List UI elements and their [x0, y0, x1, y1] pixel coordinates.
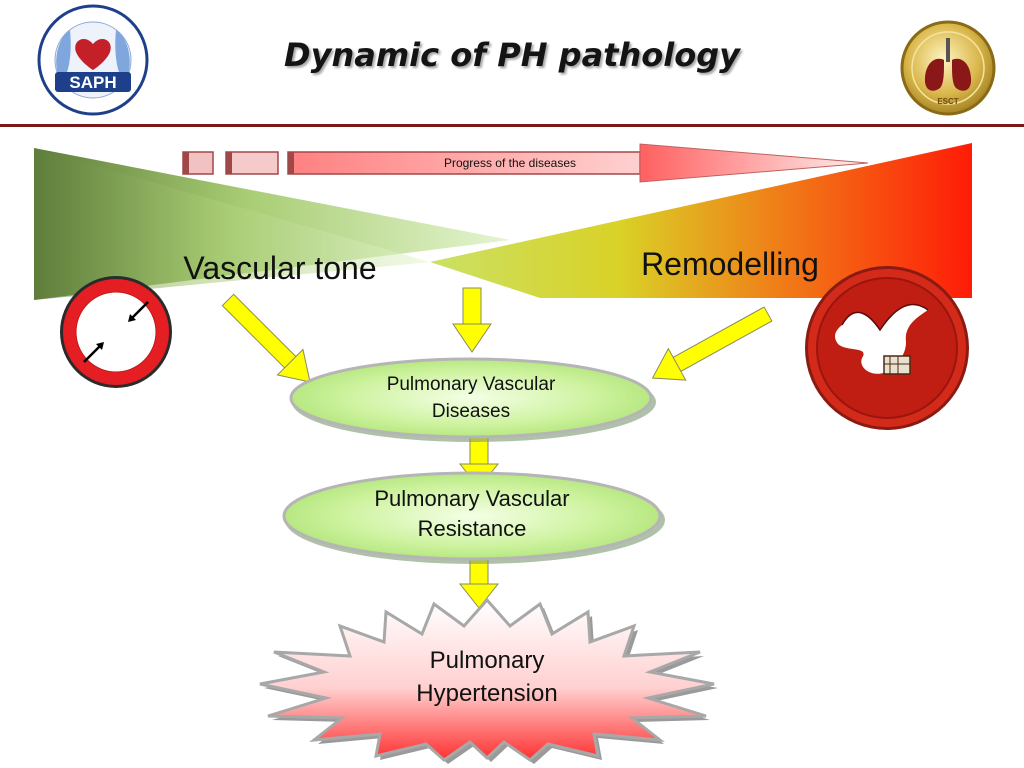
heart-icon — [75, 38, 111, 70]
progress-arrow: Progress of the diseases — [182, 143, 869, 183]
remodelling-wedge — [430, 143, 972, 298]
saph-logo-text: SAPH — [69, 73, 116, 92]
title-divider — [0, 124, 1024, 127]
outcome-line2: Hypertension — [416, 680, 557, 707]
node2-line1: Pulmonary Vascular — [374, 486, 569, 511]
page-title: Dynamic of PH pathology — [284, 36, 740, 74]
esct-logo-text: ESCT — [937, 97, 958, 106]
right-lung-icon — [115, 30, 130, 82]
esct-logo: ESCT — [900, 20, 996, 116]
lung-right-icon — [952, 42, 972, 91]
node-pulmonary-vascular-diseases: Pulmonary Vascular Diseases — [289, 357, 656, 442]
outcome-pulmonary-hypertension: Pulmonary Hypertension — [259, 597, 718, 764]
outcome-line1: Pulmonary — [430, 647, 545, 674]
node-pulmonary-vascular-resistance: Pulmonary Vascular Resistance — [282, 471, 665, 564]
progress-label: Progress of the diseases — [444, 156, 576, 170]
node2-line2: Resistance — [418, 516, 527, 541]
remodelled-vessel-icon — [805, 266, 969, 430]
remodelling-label: Remodelling — [641, 246, 819, 282]
node1-line2: Diseases — [432, 401, 510, 422]
left-lung-icon — [56, 30, 71, 82]
node1-line1: Pulmonary Vascular — [387, 374, 556, 395]
lung-left-icon — [924, 42, 944, 91]
vessel-dilation-icon — [60, 276, 172, 388]
saph-logo: SAPH — [37, 4, 149, 116]
vascular-tone-label: Vascular tone — [183, 250, 376, 286]
